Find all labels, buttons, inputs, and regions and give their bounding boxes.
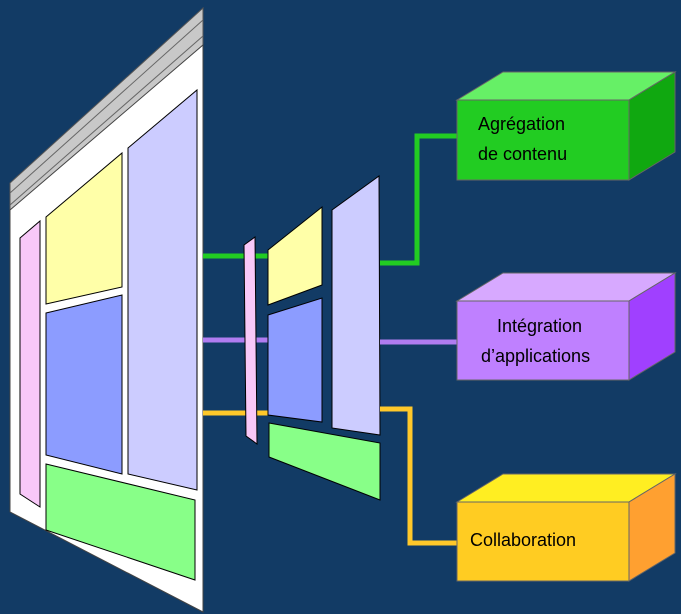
portal-window xyxy=(9,6,204,613)
window-blue-panel xyxy=(45,294,123,475)
box-label: Collaboration xyxy=(470,530,576,550)
box-label-line2: d’applications xyxy=(481,346,590,366)
layer-lavender-panel xyxy=(331,175,381,436)
window-yellow-panel xyxy=(45,151,123,305)
box-application-integration: Intégration d’applications xyxy=(455,272,677,381)
window-bar-line xyxy=(9,35,204,206)
layer-pink-column xyxy=(243,236,258,445)
box-front xyxy=(456,300,630,381)
layer-yellow-panel xyxy=(267,205,323,306)
window-green-panel xyxy=(45,463,196,581)
box-front xyxy=(456,99,630,181)
box-collaboration: Collaboration xyxy=(455,473,677,582)
box-label-line2: de contenu xyxy=(478,144,567,164)
connector-green-right xyxy=(380,133,457,266)
connector-yellow-right xyxy=(380,406,457,546)
box-content-aggregation: Agrégation de contenu xyxy=(455,71,677,181)
box-front xyxy=(456,501,630,582)
layer-blue-panel xyxy=(267,297,323,423)
layer-green-panel xyxy=(268,422,381,501)
box-label-line1: Agrégation xyxy=(478,114,565,134)
window-bar-line xyxy=(9,19,204,194)
connectors-right xyxy=(380,133,457,546)
exploded-layers xyxy=(243,175,381,501)
window-lavender-panel xyxy=(127,88,198,491)
box-label-line1: Intégration xyxy=(497,316,582,336)
window-pink-column xyxy=(19,219,41,508)
